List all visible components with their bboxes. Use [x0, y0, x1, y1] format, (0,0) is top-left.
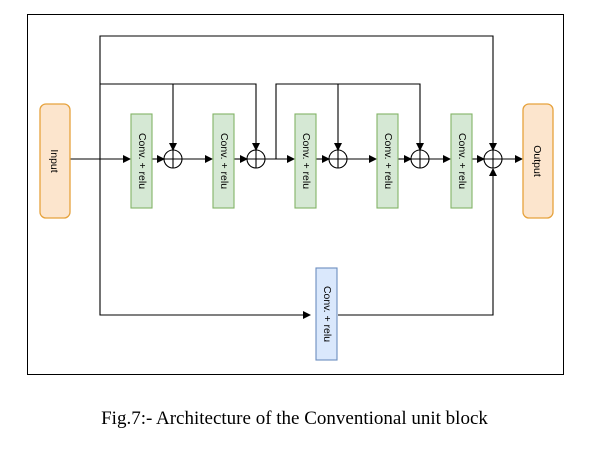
conv-block-2: Conv. + relu: [212, 113, 235, 209]
input-label: Input: [48, 149, 60, 172]
conv-block-1: Conv. + relu: [130, 113, 153, 209]
conv-block-5: Conv. + relu: [450, 113, 473, 209]
figure-caption: Fig.7:- Architecture of the Conventional…: [101, 408, 488, 429]
edge-skip-group1: [100, 83, 260, 151]
input-node: Input: [39, 103, 71, 219]
input-box: [39, 103, 71, 219]
edge-skip-outer-top: [99, 35, 497, 159]
edge-skip-group2: [275, 83, 424, 159]
conv-block-1-label: Conv. + relu: [136, 133, 148, 189]
edge-bottom-conv-to-add5: [338, 168, 497, 316]
add-node-5: [483, 149, 503, 169]
conv-block-4: Conv. + relu: [376, 113, 399, 209]
edge-skip-bottom: [99, 159, 311, 319]
diagram-frame: [27, 14, 564, 375]
output-box: [522, 103, 554, 219]
conv-block-5-label: Conv. + relu: [456, 133, 468, 189]
output-node: Output: [522, 103, 554, 219]
output-label: Output: [531, 145, 543, 177]
add-node-4: [410, 149, 430, 169]
bottom-conv-box: [315, 267, 338, 361]
add-node-2: [246, 149, 266, 169]
conv-block-3-label: Conv. + relu: [300, 133, 312, 189]
add-node-1: [163, 149, 183, 169]
conv-block-4-label: Conv. + relu: [382, 133, 394, 189]
add-node-3: [328, 149, 348, 169]
conv-block-3: Conv. + relu: [294, 113, 317, 209]
bottom-conv-block: Conv. + relu: [315, 267, 338, 361]
conv-block-2-label: Conv. + relu: [218, 133, 230, 189]
connectors: [70, 35, 523, 319]
bottom-conv-label: Conv. + relu: [321, 286, 333, 342]
